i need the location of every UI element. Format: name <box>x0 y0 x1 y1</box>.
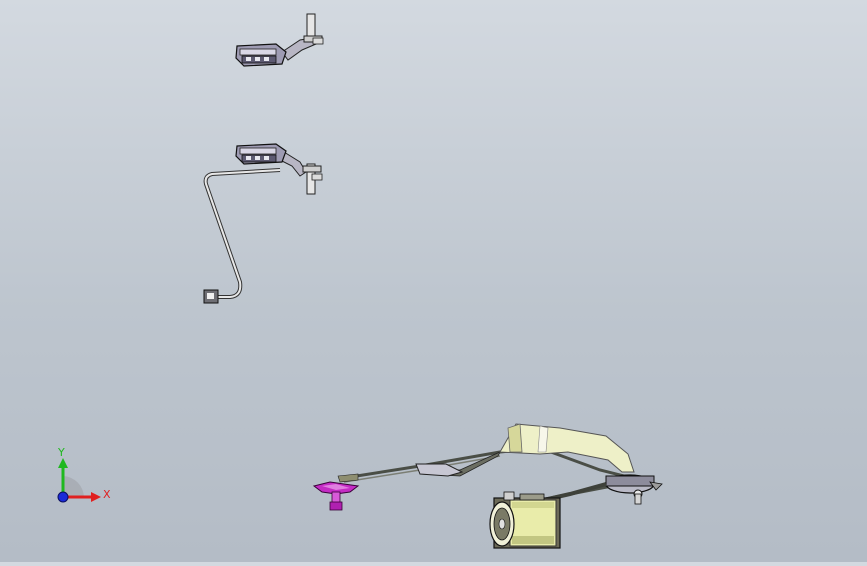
reference-triad: Y X <box>57 446 111 503</box>
retractor-spool[interactable] <box>489 491 561 549</box>
upper-buckle-assembly[interactable] <box>235 13 324 67</box>
floor-anchor[interactable] <box>312 473 360 511</box>
retractor-assembly[interactable] <box>312 423 663 549</box>
lower-buckle-assembly[interactable] <box>203 143 323 304</box>
d-ring-anchor[interactable] <box>605 474 663 505</box>
y-axis-label: Y <box>57 446 65 459</box>
x-axis-label: X <box>103 488 111 501</box>
